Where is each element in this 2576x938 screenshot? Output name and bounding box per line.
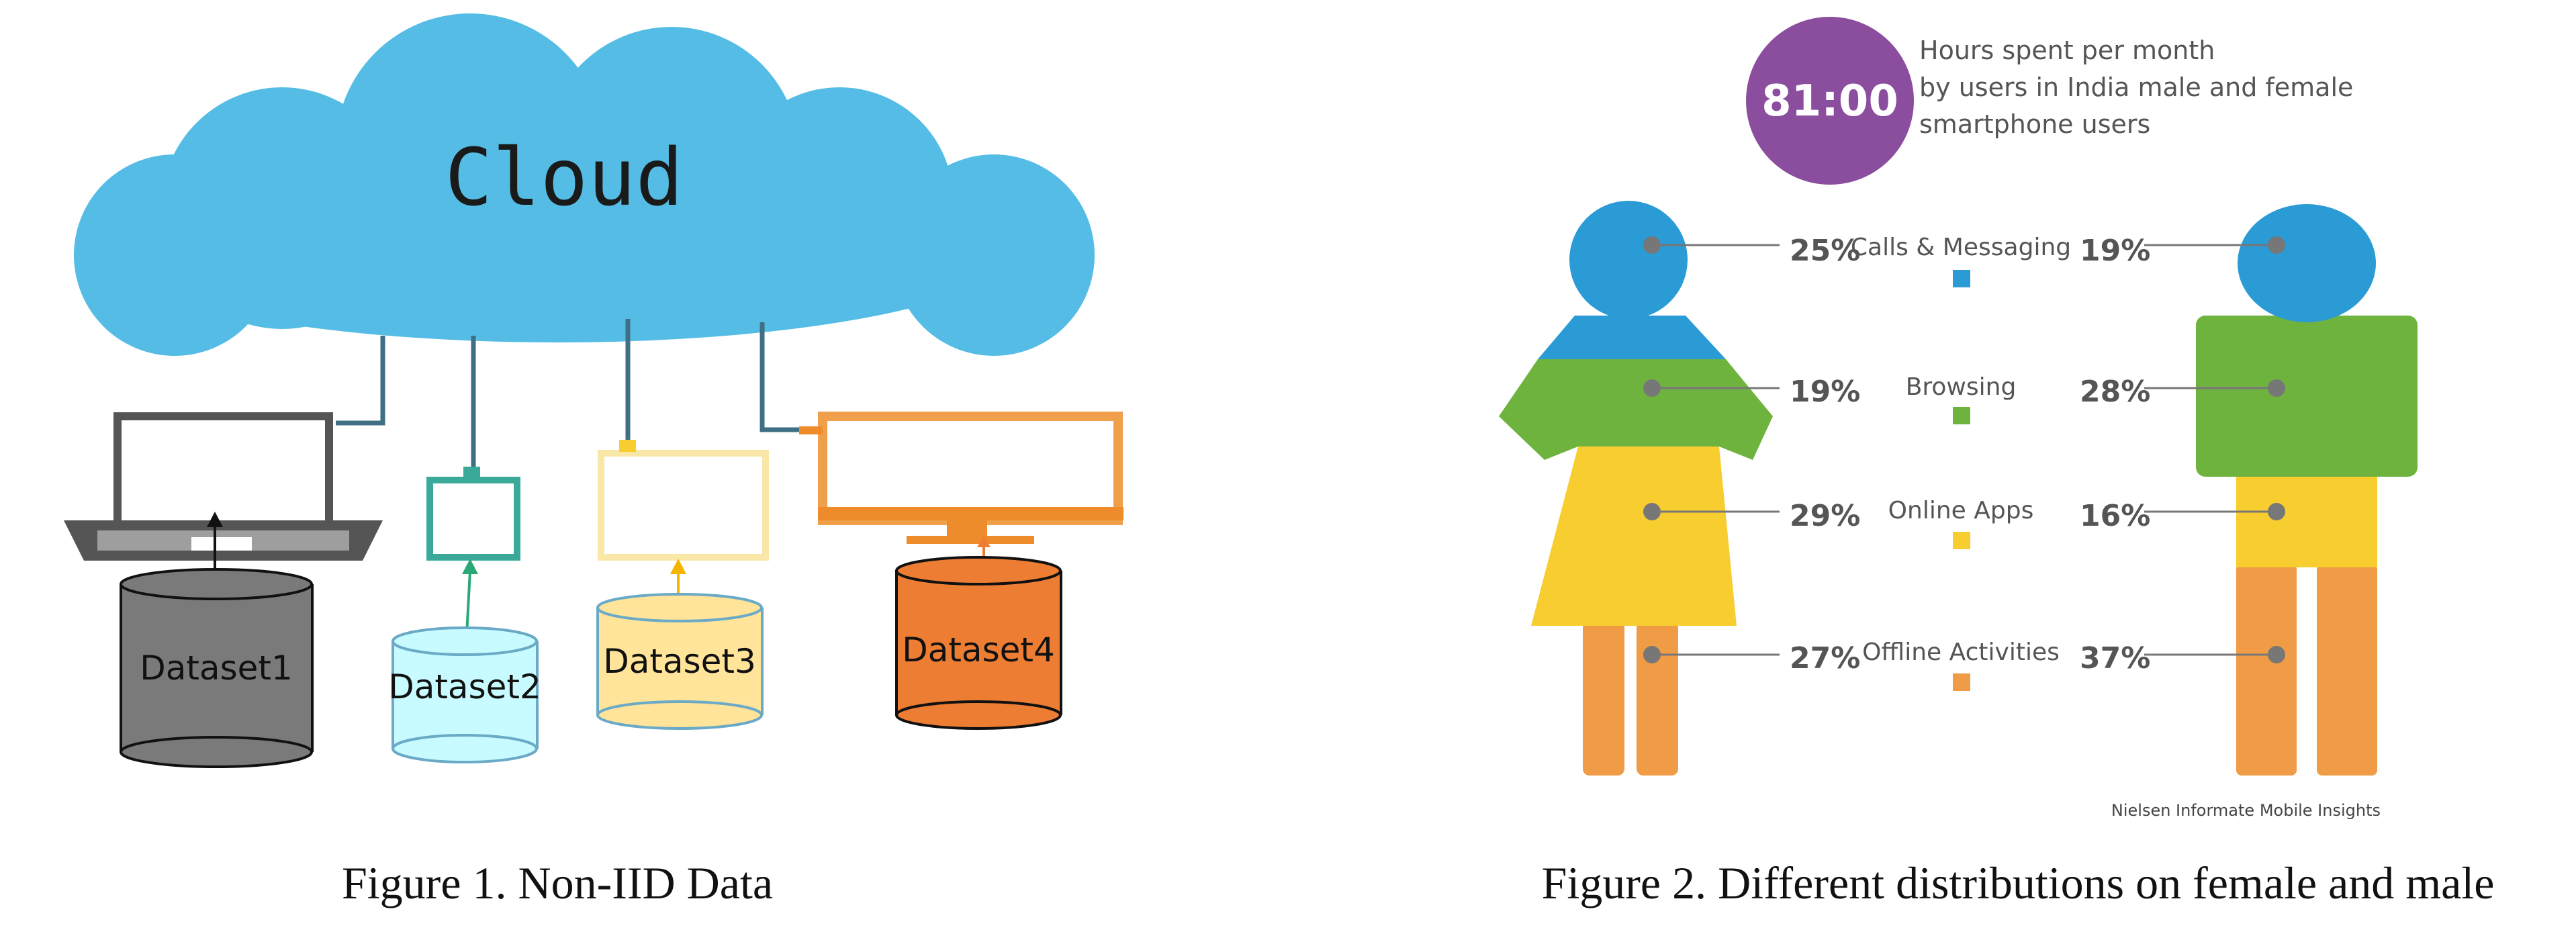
dataset4-label: Dataset4 xyxy=(902,630,1055,669)
leader-markers xyxy=(1643,236,2285,663)
laptop-icon xyxy=(64,412,383,561)
female-figure xyxy=(1499,201,1773,776)
leader-lines xyxy=(1655,244,2276,656)
cloud-label: Cloud xyxy=(445,131,683,224)
swatch-browsing xyxy=(1953,407,1970,424)
figure2-caption: Figure 2. Different distributions on fem… xyxy=(1542,857,2495,908)
dataset4-cylinder xyxy=(895,556,1062,730)
category-label-browsing: Browsing xyxy=(1906,373,2017,401)
pale-screen-icon xyxy=(598,440,769,561)
male-pct-browsing: 28% xyxy=(2080,375,2150,409)
female-pct-offline: 27% xyxy=(1790,641,1860,675)
swatch-online-apps xyxy=(1953,532,1970,549)
category-label-calls: Calls & Messaging xyxy=(1851,234,2071,261)
tablet-icon xyxy=(426,467,520,561)
dataset3-cylinder xyxy=(596,593,764,730)
dataset2-label: Dataset2 xyxy=(388,667,541,706)
connection-lines xyxy=(336,319,813,470)
dataset3-label: Dataset3 xyxy=(603,642,756,681)
cloud-shape xyxy=(74,13,1095,356)
headline-line-1: Hours spent per month xyxy=(1919,36,2215,65)
category-label-online-apps: Online Apps xyxy=(1888,497,2034,524)
dataset2-cylinder xyxy=(392,626,539,763)
dataset1-label: Dataset1 xyxy=(140,649,293,688)
male-pct-calls: 19% xyxy=(2080,234,2150,268)
male-pct-online-apps: 16% xyxy=(2080,499,2150,533)
female-pct-browsing: 19% xyxy=(1790,375,1860,409)
source-note: Nielsen Informate Mobile Insights xyxy=(2111,801,2381,820)
swatch-calls xyxy=(1953,270,1970,287)
dataset1-cylinder xyxy=(120,568,314,768)
figure1-caption: Figure 1. Non-IID Data xyxy=(342,857,773,908)
headline-line-3: smartphone users xyxy=(1919,109,2150,139)
swatch-offline xyxy=(1953,673,1970,691)
monitor-icon xyxy=(799,412,1123,544)
category-label-offline: Offline Activities xyxy=(1862,639,2060,666)
figure2-distributions: 81:00 Hours spent per month by users in … xyxy=(1499,17,2494,908)
hours-badge-value: 81:00 xyxy=(1761,77,1898,126)
male-pct-offline: 37% xyxy=(2080,641,2150,675)
female-pct-online-apps: 29% xyxy=(1790,499,1860,533)
female-pct-calls: 25% xyxy=(1790,234,1860,268)
figure1-non-iid: Cloud xyxy=(64,13,1123,908)
headline-line-2: by users in India male and female xyxy=(1919,73,2353,102)
male-figure xyxy=(2196,204,2418,776)
hours-badge xyxy=(1746,17,1914,185)
